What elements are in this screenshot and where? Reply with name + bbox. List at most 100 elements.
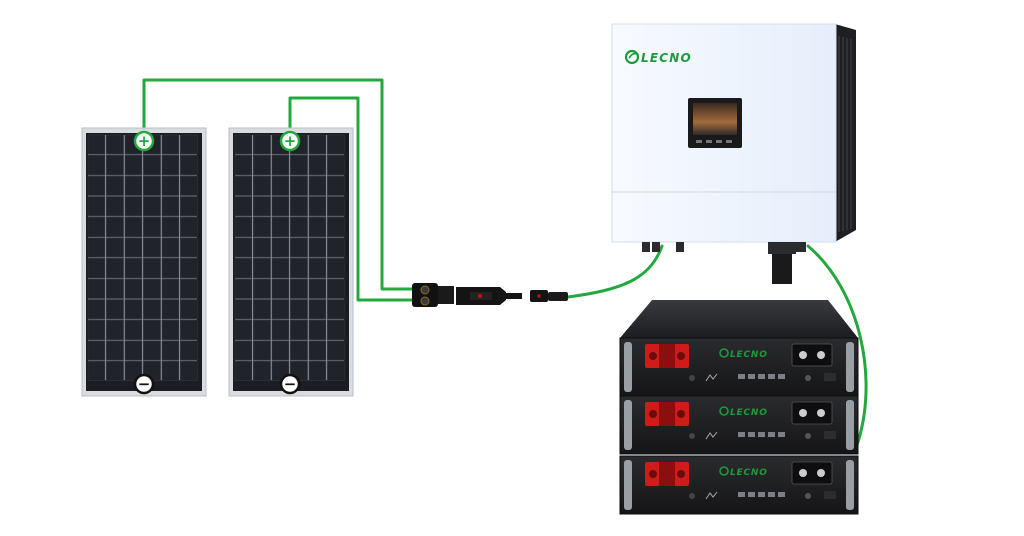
solar-cell — [271, 258, 290, 278]
brand-leaf-icon — [719, 466, 729, 476]
solar-cell — [124, 299, 143, 320]
solar-cell — [124, 237, 143, 258]
brand-leaf-icon — [624, 49, 640, 65]
solar-cell — [124, 361, 143, 381]
solar-cell — [124, 340, 143, 361]
battery-stack: LECNO LECNO LECNO — [619, 300, 859, 515]
negative-symbol: − — [284, 375, 297, 393]
solar-cell — [253, 155, 271, 175]
solar-cell — [124, 155, 143, 175]
solar-cell — [106, 237, 124, 258]
battery-logo-text: LECNO — [730, 350, 768, 360]
solar-cell — [327, 278, 345, 299]
inverter-logo-text: LECNO — [641, 51, 692, 65]
solar-cell — [87, 217, 106, 237]
solar-cell — [308, 361, 327, 381]
battery-logo: LECNO — [719, 406, 768, 418]
solar-cell — [253, 237, 271, 258]
solar-cell — [327, 258, 345, 278]
solar-cell — [87, 237, 106, 258]
solar-cell — [106, 258, 124, 278]
solar-cell — [290, 258, 308, 278]
solar-cell — [234, 217, 253, 237]
solar-cell — [106, 155, 124, 175]
solar-cell — [308, 340, 327, 361]
solar-cell — [308, 237, 327, 258]
battery-logo-text: LECNO — [730, 468, 768, 478]
solar-cell — [180, 278, 198, 299]
solar-cell — [106, 299, 124, 320]
battery-indicator-panel — [689, 431, 836, 440]
wire-connector-to-inverter — [566, 244, 664, 299]
solar-cell — [290, 299, 308, 320]
battery-logo-text: LECNO — [730, 408, 768, 418]
solar-cell — [271, 320, 290, 340]
solar-cell — [234, 237, 253, 258]
solar-cell — [327, 361, 345, 381]
solar-cell — [143, 176, 161, 196]
solar-cell — [180, 217, 198, 237]
inverter-bottom-ports — [642, 242, 806, 284]
plus-terminal-icon — [279, 130, 301, 152]
solar-cell — [180, 299, 198, 320]
solar-cell — [161, 155, 180, 175]
solar-cell — [124, 258, 143, 278]
solar-cell — [106, 134, 124, 155]
solar-cell — [180, 155, 198, 175]
solar-cell — [271, 340, 290, 361]
solar-cell — [253, 340, 271, 361]
solar-cell — [161, 340, 180, 361]
battery-handle-right — [846, 460, 854, 510]
brand-leaf-icon — [719, 348, 729, 358]
solar-cell — [253, 299, 271, 320]
battery-handle-right — [846, 400, 854, 450]
solar-cell — [327, 134, 345, 155]
solar-cell — [234, 134, 253, 155]
panel1-negative-terminal: − — [133, 373, 155, 395]
solar-cell — [234, 299, 253, 320]
solar-cell — [308, 196, 327, 217]
solar-cell — [271, 176, 290, 196]
solar-cell — [290, 340, 308, 361]
solar-cell — [87, 361, 106, 381]
solar-cell — [161, 237, 180, 258]
solar-cell — [180, 176, 198, 196]
brand-leaf-icon — [719, 406, 729, 416]
battery-module: LECNO — [619, 300, 859, 397]
battery-handle-right — [846, 342, 854, 392]
solar-cell — [143, 196, 161, 217]
solar-cell — [253, 361, 271, 381]
solar-cell — [290, 217, 308, 237]
inverter-side — [835, 24, 856, 242]
solar-cell — [180, 196, 198, 217]
solar-cell — [234, 340, 253, 361]
solar-cell — [234, 361, 253, 381]
solar-cell — [327, 299, 345, 320]
solar-cell — [106, 278, 124, 299]
inline-fuse-icon — [530, 290, 568, 302]
solar-cell — [290, 320, 308, 340]
solar-cell — [143, 155, 161, 175]
solar-cell — [106, 340, 124, 361]
battery-comm-terminals — [791, 343, 833, 367]
battery-module: LECNO — [619, 455, 859, 515]
inverter-display-buttons — [696, 140, 732, 143]
solar-cell — [253, 176, 271, 196]
negative-symbol: − — [138, 375, 151, 393]
solar-cell — [308, 134, 327, 155]
solar-cell — [87, 340, 106, 361]
solar-cell — [143, 258, 161, 278]
solar-cell — [234, 258, 253, 278]
solar-cell — [308, 278, 327, 299]
solar-cell — [180, 320, 198, 340]
solar-cell — [290, 155, 308, 175]
solar-cell — [161, 258, 180, 278]
solar-cell — [106, 176, 124, 196]
solar-cell — [161, 278, 180, 299]
solar-cell — [271, 299, 290, 320]
wire-panel1-positive — [142, 78, 420, 291]
solar-cell — [143, 340, 161, 361]
battery-indicator-panel — [689, 491, 836, 500]
solar-cell — [143, 217, 161, 237]
solar-cell — [253, 134, 271, 155]
